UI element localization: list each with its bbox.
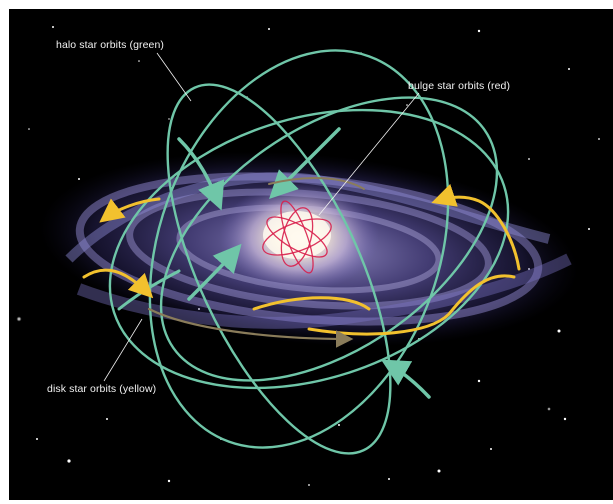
halo-orbits-label: halo star orbits (green)	[56, 39, 165, 51]
halo-orbits	[108, 49, 510, 455]
leader-lines	[103, 52, 420, 382]
galaxy-illustration: halo star orbits (green) bulge star orbi…	[9, 9, 613, 500]
bulge-orbits	[262, 200, 332, 274]
bulge-orbits-label: bulge star orbits (red)	[408, 80, 511, 92]
disk-orbits-label: disk star orbits (yellow)	[47, 383, 157, 395]
galaxy-svg	[16, 26, 600, 486]
disk-orbits	[82, 176, 521, 348]
galaxy-disk	[39, 151, 579, 347]
